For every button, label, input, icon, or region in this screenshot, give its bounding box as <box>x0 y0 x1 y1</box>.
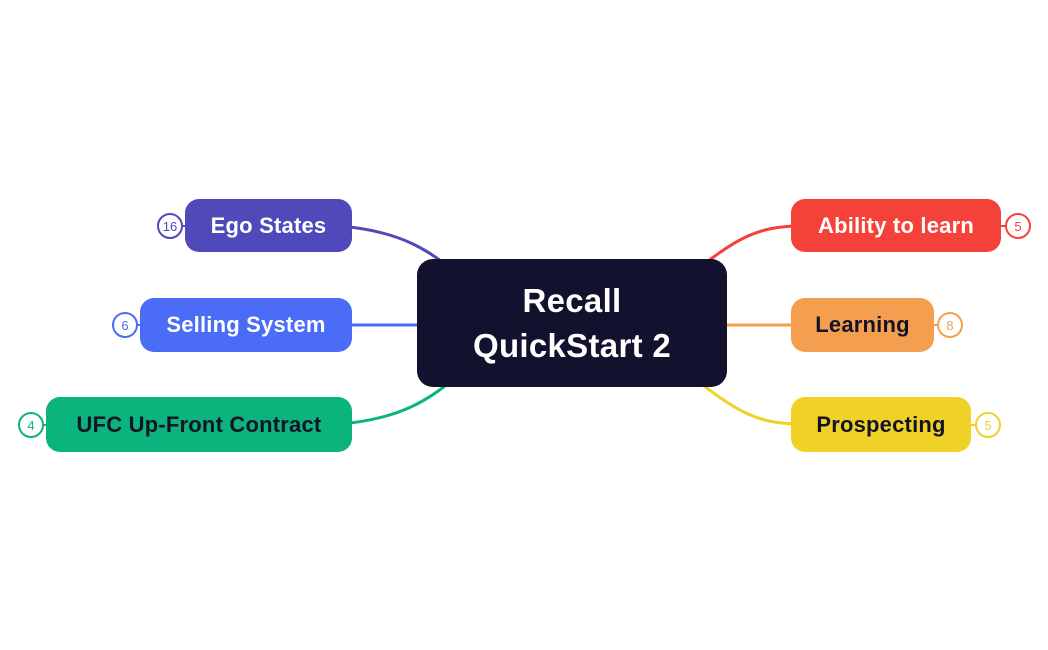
central-node-label-line1: Recall <box>522 282 622 319</box>
node-label: Ego States <box>210 212 327 238</box>
node-ego-states[interactable]: Ego States <box>185 199 352 252</box>
node-label: Prospecting <box>816 411 946 437</box>
badge-ego-states-count[interactable]: 16 <box>157 213 183 239</box>
node-learning[interactable]: Learning <box>791 298 934 352</box>
node-ability-to-learn[interactable]: Ability to learn <box>791 199 1001 252</box>
node-selling-system[interactable]: Selling System <box>140 298 352 352</box>
node-label: Ability to learn <box>818 212 974 238</box>
badge-ability-to-learn-count[interactable]: 5 <box>1005 213 1031 239</box>
node-label: Selling System <box>166 312 326 337</box>
badge-prospecting-count[interactable]: 5 <box>975 412 1001 438</box>
node-label: Learning <box>815 312 910 337</box>
node-prospecting[interactable]: Prospecting <box>791 397 971 452</box>
node-ufc-up-front-contract[interactable]: UFC Up-Front Contract <box>46 397 352 452</box>
badge-selling-system-count[interactable]: 6 <box>112 312 138 338</box>
central-node[interactable]: Recall QuickStart 2 <box>417 259 727 387</box>
central-node-label-line2: QuickStart 2 <box>472 327 671 364</box>
badge-learning-count[interactable]: 8 <box>937 312 963 338</box>
node-label: UFC Up-Front Contract <box>76 411 322 437</box>
badge-ufc-up-front-contract-count[interactable]: 4 <box>18 412 44 438</box>
